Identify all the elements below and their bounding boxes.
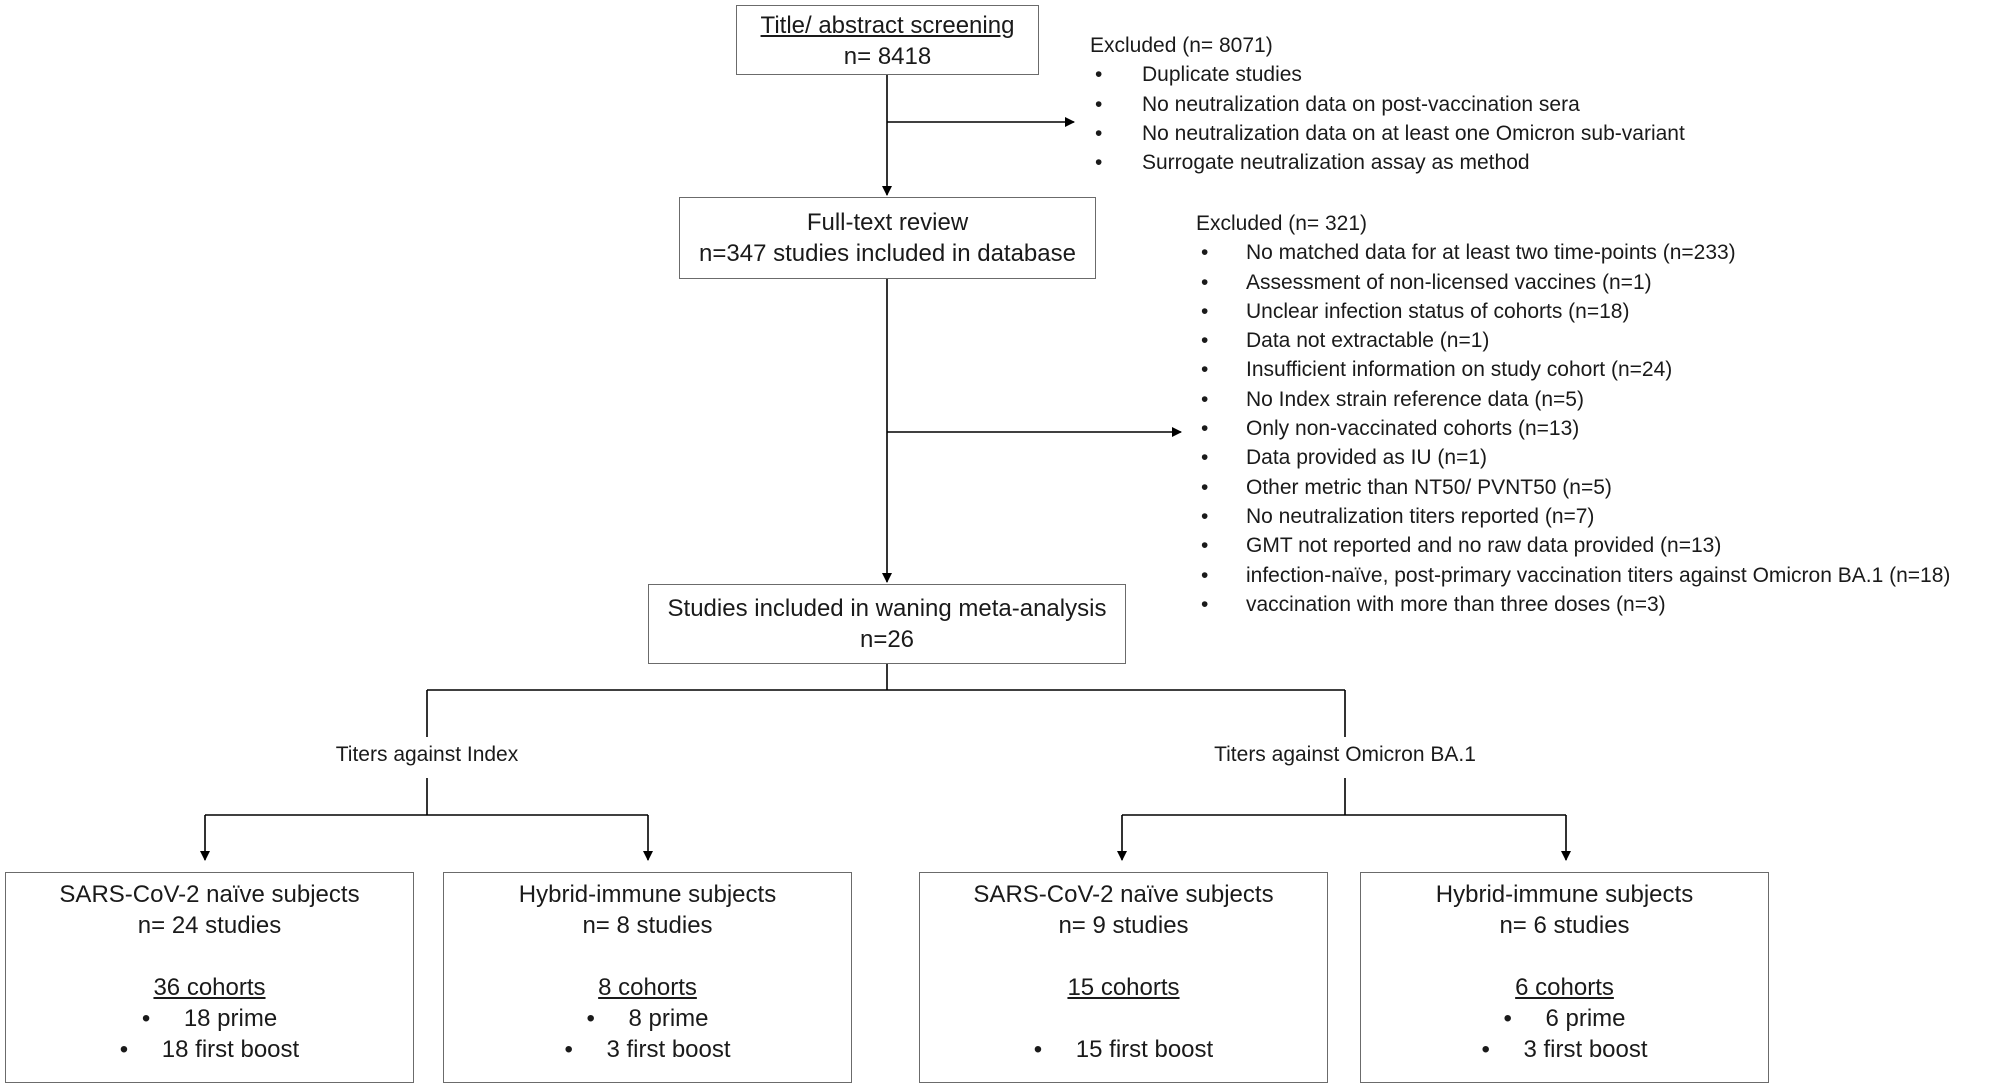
list-item: •No matched data for at least two time-p…	[1201, 241, 1736, 265]
group-prime: •18 prime	[141, 1005, 278, 1032]
group-cohorts: 6 cohorts	[1515, 974, 1614, 1001]
group-studies: n= 9 studies	[1058, 912, 1189, 939]
list-item: •No neutralization titers reported (n=7)	[1201, 504, 1595, 528]
list-item: •infection-naïve, post-primary vaccinati…	[1201, 563, 1951, 587]
group-prime: •8 prime	[586, 1005, 709, 1032]
list-item: •Data provided as IU (n=1)	[1201, 446, 1488, 470]
list-item: •Duplicate studies	[1095, 63, 1302, 87]
list-item: •No Index strain reference data (n=5)	[1201, 387, 1584, 411]
group-studies: n= 24 studies	[137, 912, 282, 939]
group-title: Hybrid-immune subjects	[1435, 881, 1694, 908]
included-box: Studies included in waning meta-analysis…	[648, 584, 1126, 664]
group-box-index-naive: SARS-CoV-2 naïve subjects n= 24 studies …	[5, 872, 414, 1083]
list-item: •GMT not reported and no raw data provid…	[1201, 534, 1722, 558]
list-item: •Insufficient information on study cohor…	[1201, 358, 1673, 382]
excluded-2-items: •No matched data for at least two time-p…	[1196, 238, 1950, 619]
group-boost: •15 first boost	[1033, 1036, 1214, 1063]
group-title: SARS-CoV-2 naïve subjects	[59, 881, 360, 908]
group-box-omicron-hybrid: Hybrid-immune subjects n= 6 studies 6 co…	[1360, 872, 1769, 1083]
group-studies: n= 8 studies	[582, 912, 713, 939]
screening-title: Title/ abstract screening	[760, 12, 1015, 39]
included-count: n=26	[859, 626, 915, 653]
group-title: SARS-CoV-2 naïve subjects	[973, 881, 1274, 908]
list-item: •No neutralization data on at least one …	[1095, 121, 1685, 145]
fulltext-count: n=347 studies included in database	[699, 240, 1076, 267]
excluded-1-items: •Duplicate studies •No neutralization da…	[1090, 60, 1685, 177]
branch-label-index: Titers against Index	[335, 743, 519, 766]
fulltext-box: Full-text review n=347 studies included …	[679, 197, 1096, 279]
group-boost: •3 first boost	[1481, 1036, 1648, 1063]
group-prime: •6 prime	[1503, 1005, 1626, 1032]
included-title: Studies included in waning meta-analysis	[667, 595, 1107, 622]
list-item: •Data not extractable (n=1)	[1201, 329, 1490, 353]
fulltext-title: Full-text review	[806, 209, 969, 236]
screening-box: Title/ abstract screening n= 8418	[736, 5, 1039, 75]
list-item: •vaccination with more than three doses …	[1201, 592, 1666, 616]
group-title: Hybrid-immune subjects	[518, 881, 777, 908]
excluded-list-1: Excluded (n= 8071) •Duplicate studies •N…	[1090, 31, 1685, 177]
excluded-1-header: Excluded (n= 8071)	[1090, 34, 1273, 57]
group-cohorts: 36 cohorts	[153, 974, 266, 1001]
screening-count: n= 8418	[843, 43, 932, 70]
list-item: •Only non-vaccinated cohorts (n=13)	[1201, 417, 1580, 441]
group-cohorts: 15 cohorts	[1067, 974, 1180, 1001]
group-studies: n= 6 studies	[1499, 912, 1630, 939]
group-box-omicron-naive: SARS-CoV-2 naïve subjects n= 9 studies 1…	[919, 872, 1328, 1083]
group-boost: •3 first boost	[564, 1036, 731, 1063]
list-item: •Unclear infection status of cohorts (n=…	[1201, 299, 1630, 323]
list-item: •Assessment of non-licensed vaccines (n=…	[1201, 270, 1652, 294]
group-cohorts: 8 cohorts	[598, 974, 697, 1001]
list-item: •No neutralization data on post-vaccinat…	[1095, 92, 1580, 116]
list-item: •Other metric than NT50/ PVNT50 (n=5)	[1201, 475, 1612, 499]
excluded-2-header: Excluded (n= 321)	[1196, 212, 1368, 235]
list-item: •Surrogate neutralization assay as metho…	[1095, 151, 1530, 175]
group-box-index-hybrid: Hybrid-immune subjects n= 8 studies 8 co…	[443, 872, 852, 1083]
group-boost: •18 first boost	[119, 1036, 300, 1063]
excluded-list-2: Excluded (n= 321) •No matched data for a…	[1196, 209, 1950, 619]
branch-label-omicron: Titers against Omicron BA.1	[1214, 743, 1476, 766]
